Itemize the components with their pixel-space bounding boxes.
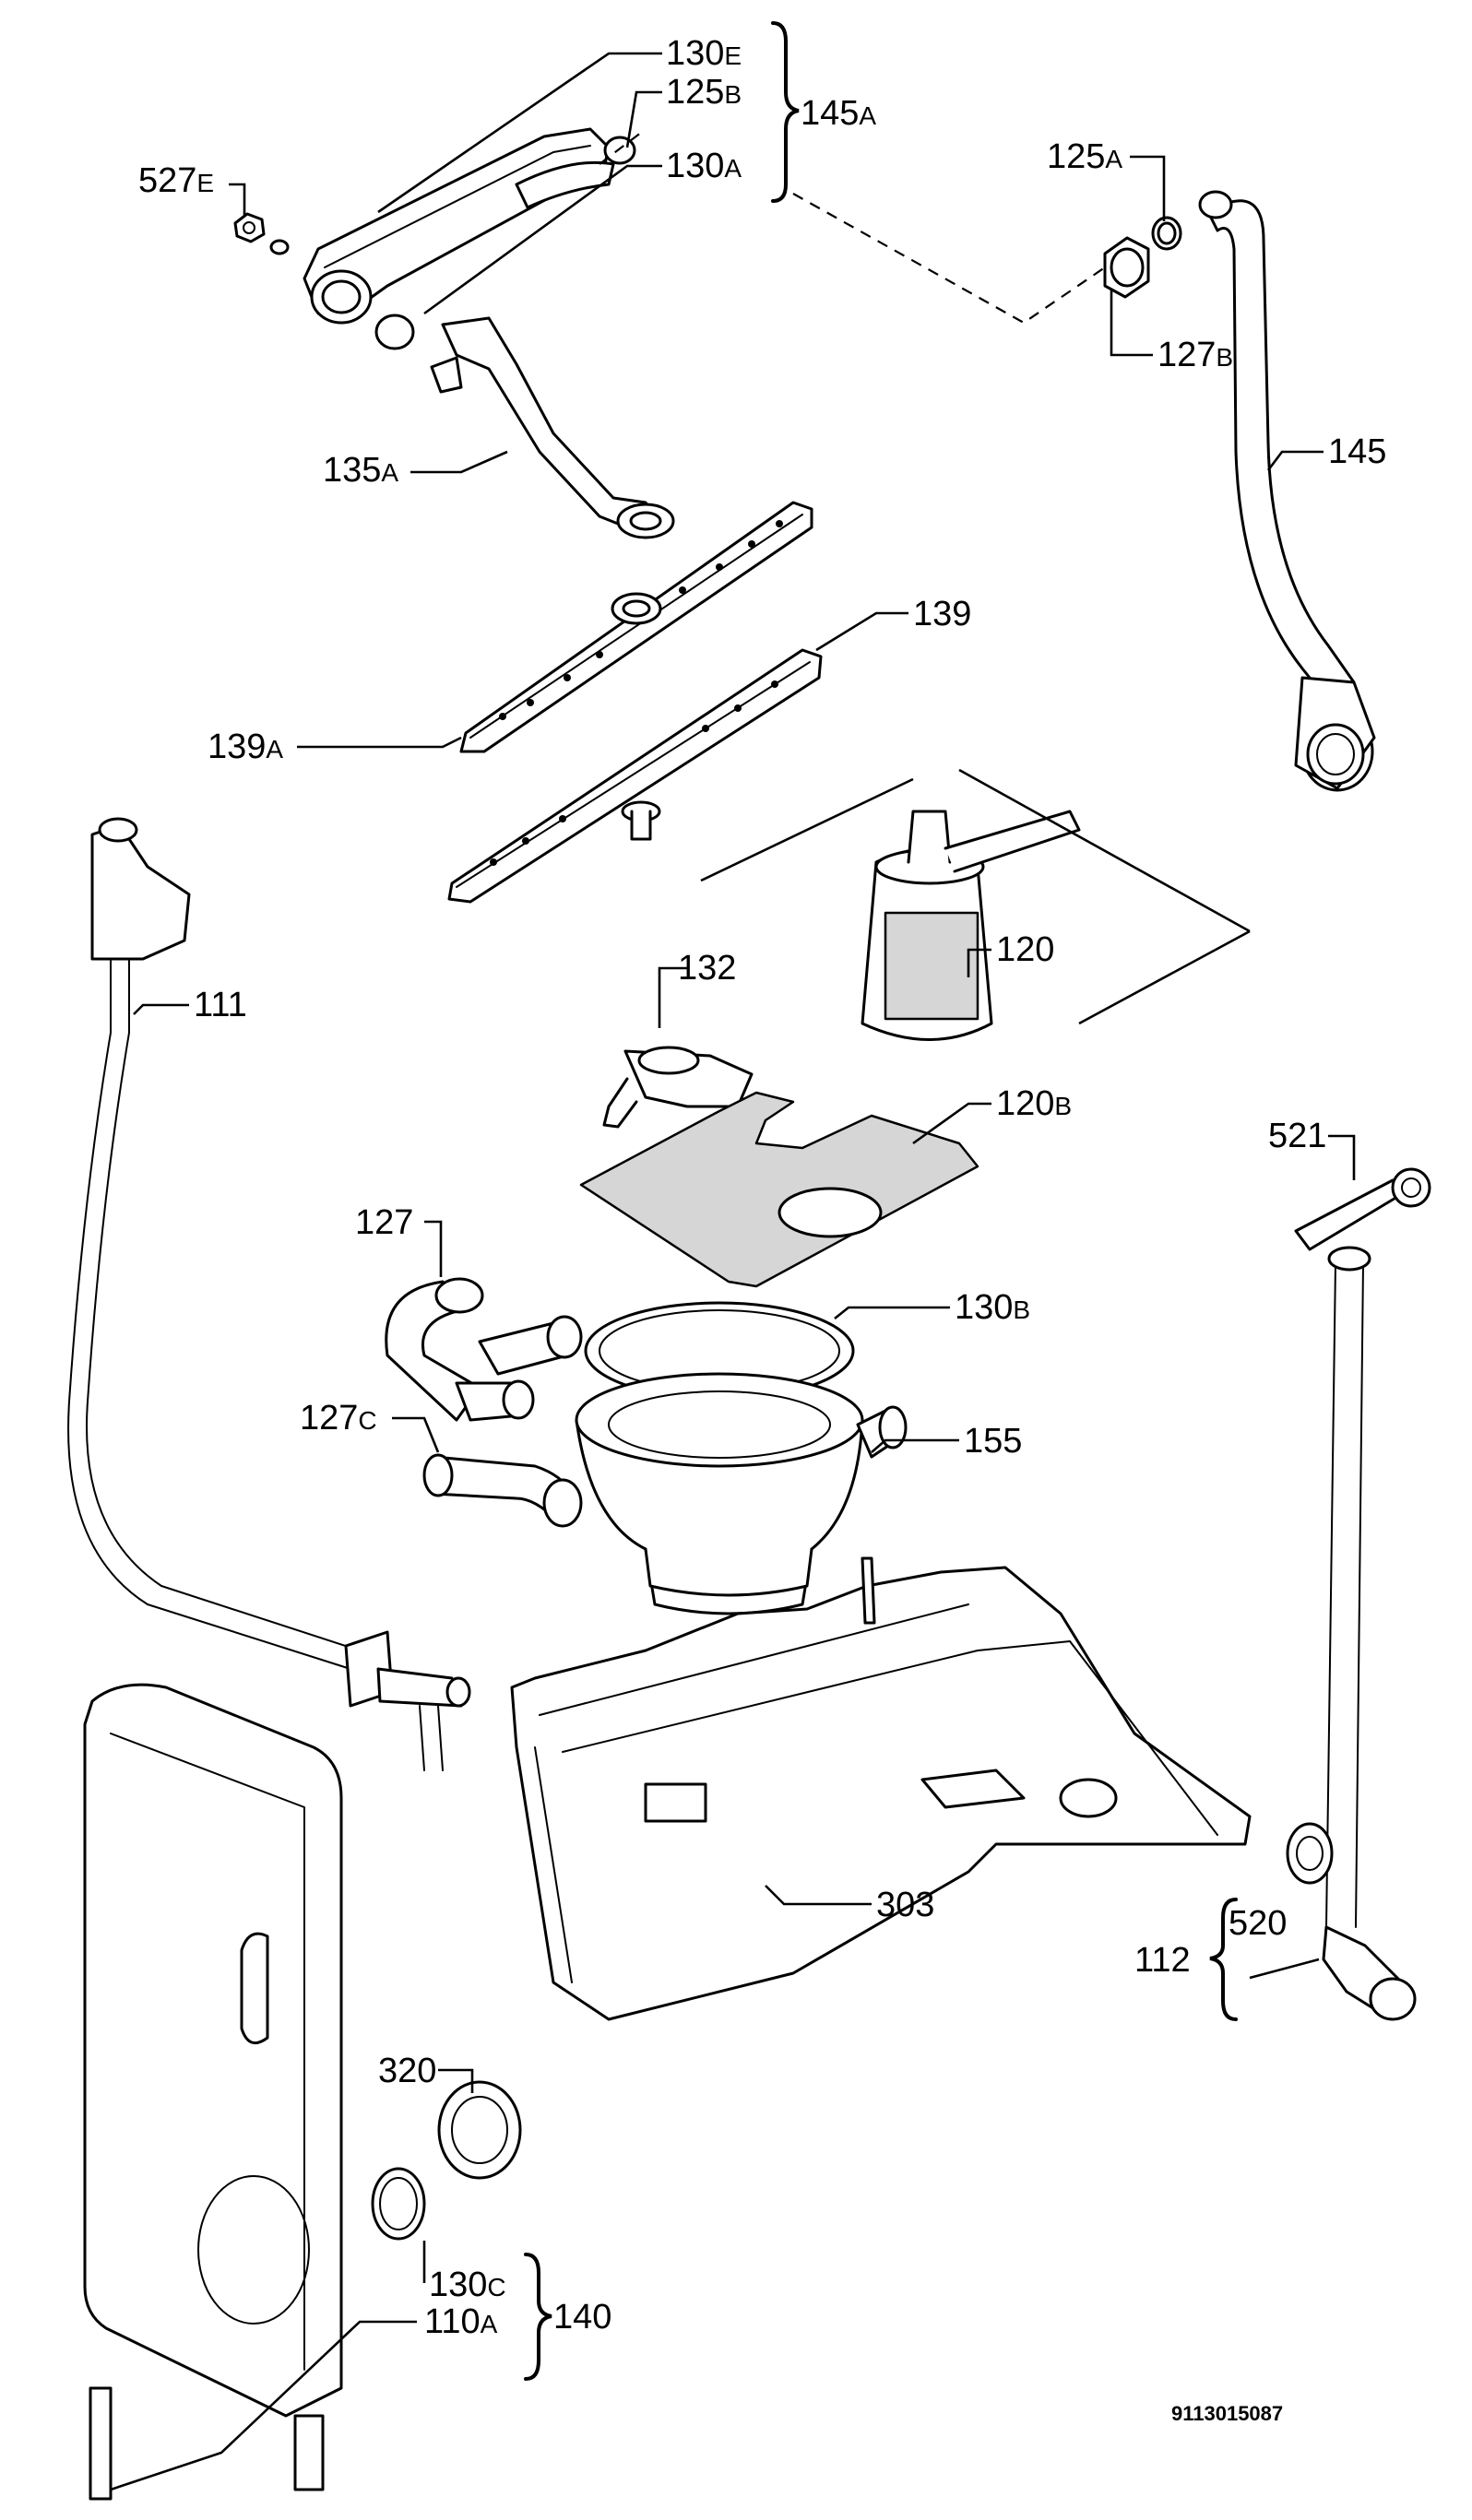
seal-130C: [371, 2167, 426, 2241]
label-120B: 120B: [996, 1084, 1072, 1123]
label-303: 303: [876, 1886, 934, 1924]
label-135A: 135A: [323, 451, 398, 490]
upper-spray-tube-130A: [303, 127, 636, 350]
side-panel-140: [83, 1683, 343, 2501]
brace-145A: [771, 21, 800, 203]
label-520: 520: [1229, 1904, 1287, 1943]
label-120: 120: [996, 930, 1054, 969]
label-130E: 130E: [666, 34, 742, 73]
fitting-132: [602, 1046, 754, 1129]
dashed-guides: [599, 128, 1106, 325]
label-127C: 127C: [300, 1399, 377, 1437]
spray-arm-139: [447, 648, 823, 904]
label-125A: 125A: [1047, 137, 1122, 176]
ring-520: [1286, 1822, 1334, 1885]
label-145: 145: [1328, 432, 1386, 471]
fitting-127B: [1103, 216, 1182, 299]
label-112: 112: [1134, 1941, 1191, 1980]
filter-120: [861, 810, 1081, 1041]
spray-arm-pipe-135A: [430, 316, 675, 539]
label-130A: 130A: [666, 147, 742, 185]
supply-hose-145: [1198, 190, 1376, 792]
leader-lines: [110, 52, 1356, 2491]
label-139: 139: [913, 595, 971, 633]
flat-filter-120B: [579, 1091, 979, 1288]
label-132: 132: [678, 949, 736, 988]
inlet-hose-111: [67, 817, 471, 1771]
sump-155: [575, 1372, 908, 1615]
label-111: 111: [194, 986, 247, 1024]
drain-hose-112: [1322, 1246, 1417, 2021]
part-labels: 130E 125B 130A 145A 527E 125A 127B 145 1…: [138, 34, 1386, 2341]
seal-320: [437, 2080, 522, 2180]
label-127B: 127B: [1157, 336, 1233, 374]
base-tub-303: [510, 1556, 1252, 2021]
hose-127C: [422, 1453, 583, 1528]
drawing-code: 9113015087: [1171, 2402, 1283, 2425]
label-130C: 130C: [429, 2266, 506, 2304]
label-125B: 125B: [666, 73, 742, 112]
brace-140: [524, 2253, 552, 2381]
label-521: 521: [1268, 1117, 1326, 1155]
label-130B: 130B: [955, 1288, 1030, 1327]
label-145A: 145A: [801, 94, 876, 133]
hose-127: [385, 1277, 583, 1422]
label-127: 127: [355, 1203, 413, 1242]
label-527E: 527E: [138, 161, 214, 200]
label-140: 140: [553, 2298, 611, 2337]
spray-arm-139A: [459, 501, 813, 753]
label-320: 320: [378, 2052, 436, 2090]
label-139A: 139A: [208, 728, 283, 766]
clip-521: [1294, 1167, 1431, 1251]
assembly-frame-lines: [700, 768, 1251, 1025]
nut-527E: [233, 212, 290, 255]
label-110A: 110A: [424, 2302, 498, 2341]
label-155: 155: [964, 1422, 1022, 1461]
brace-112: [1209, 1898, 1238, 2021]
